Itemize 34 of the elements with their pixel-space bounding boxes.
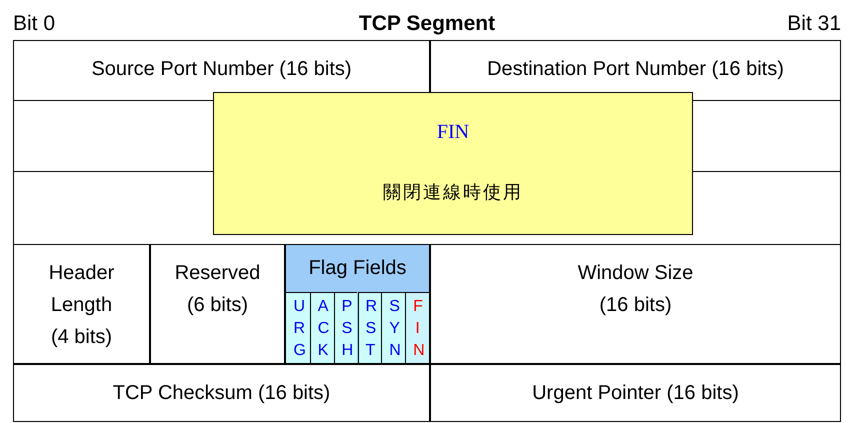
flag-cell bbox=[334, 292, 358, 363]
flag-cell bbox=[310, 292, 334, 363]
bit-label: Bit 0 bbox=[13, 12, 56, 36]
header-field bbox=[430, 364, 841, 422]
flag-fields-group bbox=[285, 244, 430, 364]
header-field bbox=[13, 40, 430, 101]
field-label: TCP Checksum (16 bits) bbox=[112, 381, 330, 406]
header-field bbox=[150, 244, 285, 364]
flag-cell bbox=[286, 292, 310, 363]
flag-name: PSH bbox=[342, 297, 351, 361]
group-heading: Flag Fields bbox=[308, 256, 408, 281]
flag-cell bbox=[381, 292, 406, 363]
header-field bbox=[13, 364, 430, 422]
field-label: Window Size (16 bits) bbox=[576, 261, 694, 318]
flag-name: SYN bbox=[389, 297, 398, 361]
flag-name: FIN bbox=[413, 297, 422, 361]
bit-label: Bit 31 bbox=[787, 12, 841, 36]
header-field bbox=[13, 244, 150, 364]
header-field bbox=[430, 40, 841, 101]
field-label: Source Port Number (16 bits) bbox=[91, 57, 352, 82]
field-label: Header Length (4 bits) bbox=[48, 261, 116, 350]
flag-name: RST bbox=[365, 297, 374, 361]
flag-name: URG bbox=[293, 297, 302, 361]
flag-tooltip bbox=[213, 92, 693, 235]
tooltip-text: 關閉連線時使用 bbox=[383, 181, 523, 204]
field-label: Urgent Pointer (16 bits) bbox=[532, 381, 739, 406]
flag-cell bbox=[358, 292, 382, 363]
tooltip-title: FIN bbox=[436, 121, 470, 144]
flag-cell bbox=[405, 292, 429, 363]
title: TCP Segment bbox=[358, 12, 496, 36]
header-field bbox=[430, 244, 841, 364]
field-label: Reserved (6 bits) bbox=[174, 261, 262, 318]
field-label: Destination Port Number (16 bits) bbox=[487, 57, 784, 82]
flag-name: ACK bbox=[318, 297, 327, 361]
